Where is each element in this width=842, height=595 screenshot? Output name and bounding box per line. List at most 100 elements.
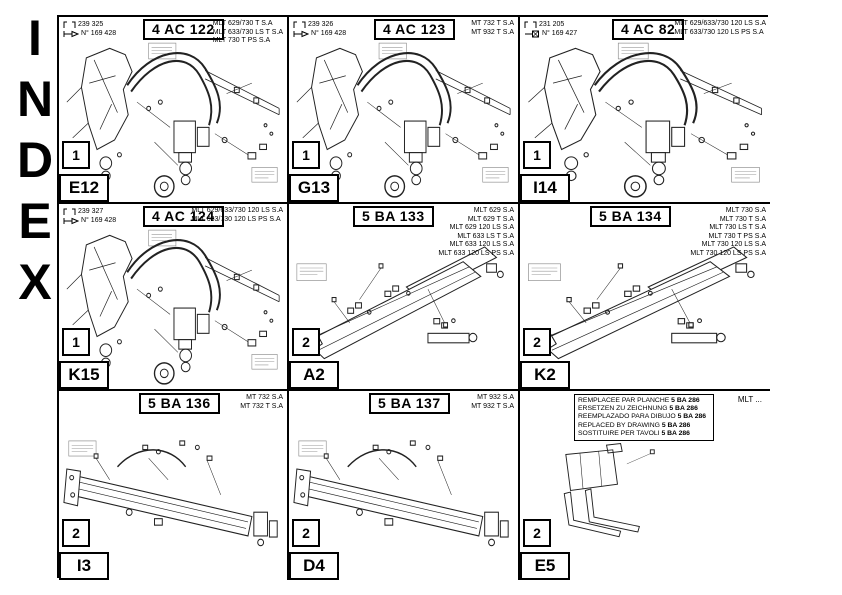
section-number: 2 (292, 328, 320, 356)
section-number: 1 (62, 141, 90, 169)
model: MLT 730 T PS S.A (212, 37, 271, 45)
note-line: REPLACED BY DRAWING 5 BA 286 (578, 421, 691, 429)
model: MT 932 T S.A (471, 402, 514, 410)
model: MLT 730 LS T S.A (709, 224, 766, 232)
index-letter: X (18, 254, 52, 310)
model-list: MT 732 S.A MT 732 T S.A (240, 394, 283, 411)
panel-5ba134: 5 BA 134 MLT 730 S.A MLT 730 T S.A MLT 7… (520, 204, 770, 391)
panel-4ac82: 231 205 N° 169 427 4 AC 82 MLT 629/633/7… (520, 17, 770, 204)
drawing-number: 5 BA 134 (590, 206, 671, 227)
serial-number: 239 326 (308, 21, 334, 28)
model: MLT 629/633/730 120 LS S.A (674, 20, 766, 27)
reference-numbers: 239 325 N° 169 428 (63, 20, 116, 38)
note-line: ERSETZEN ZU ZEICHNUNG 5 BA 286 (578, 405, 698, 413)
note-line: REMPLACEE PAR PLANCHE 5 BA 286 (578, 397, 700, 404)
panel-grid: 239 325 N° 169 428 4 AC 122 MLT 629/730 … (57, 15, 770, 580)
section-number: 1 (292, 141, 320, 169)
note-line: SOSTITUIRE PER TAVOLI 5 BA 286 (578, 429, 690, 437)
model-list: MLT 629/633/730 120 LS S.A MLT 633/730 1… (191, 207, 283, 224)
model: MLT 629 T S.A (467, 215, 514, 223)
model-list: MT 732 T S.A MT 932 T S.A (471, 20, 514, 37)
arrow-note-icon (293, 30, 309, 37)
note-reference: N° 169 428 (311, 30, 347, 37)
reference-numbers: 239 326 N° 169 428 (293, 20, 346, 38)
index-letter: D (16, 132, 54, 188)
model-note: MLT ... (737, 395, 762, 404)
index-letter: E (18, 193, 52, 249)
reference-numbers: 239 327 N° 169 428 (63, 207, 116, 225)
model-list: MLT 730 S.A MLT 730 T S.A MLT 730 LS T S… (690, 207, 766, 259)
arrow-note-icon (63, 217, 79, 224)
model: MLT 633 LS T S.A (457, 232, 514, 240)
serial-bracket-icon (63, 208, 76, 215)
model: MLT 633/730 LS T S.A (212, 28, 283, 36)
reference-numbers: 231 205 N° 169 427 (524, 20, 577, 38)
grid-reference: K15 (59, 361, 109, 389)
model-list: MLT 629/633/730 120 LS S.A MLT 633/730 1… (674, 20, 766, 37)
section-number: 2 (62, 519, 90, 547)
model: MLT 730 S.A (725, 207, 766, 214)
note-reference: N° 169 428 (81, 30, 117, 37)
model: MT 732 S.A (246, 394, 283, 401)
drawing-number: 5 BA 136 (139, 393, 220, 414)
grid-reference: A2 (289, 361, 339, 389)
section-number: 1 (62, 328, 90, 356)
note-line: REEMPLAZADO PARA DIBUJO 5 BA 286 (578, 413, 707, 421)
drawing-number: 5 BA 133 (353, 206, 434, 227)
model-list: MT 932 S.A MT 932 T S.A (471, 394, 514, 411)
model-list: MLT 629/730 T S.A MLT 633/730 LS T S.A M… (213, 20, 283, 46)
model: MLT 730 T PS S.A (708, 232, 766, 240)
grid-reference: G13 (289, 174, 339, 202)
replacement-notes-box: REMPLACEE PAR PLANCHE 5 BA 286 ERSETZEN … (574, 394, 714, 442)
section-number: 2 (523, 328, 551, 356)
panel-5ba137: 5 BA 137 MT 932 S.A MT 932 T S.A 2 D4 (289, 391, 520, 580)
model: MLT 633 120 LS PS S.A (438, 249, 514, 257)
model: MLT 633 120 LS S.A (449, 241, 514, 249)
model: MLT 633/730 120 LS PS S.A (191, 215, 281, 223)
drawing-number: 4 AC 123 (374, 19, 455, 40)
arrow-note-icon (63, 30, 79, 37)
model: MLT 629 S.A (473, 207, 514, 214)
section-number: 1 (523, 141, 551, 169)
model: MLT 730 120 LS PS S.A (690, 249, 766, 257)
model: MLT 629 120 LS S.A (449, 224, 514, 232)
drawing-number: 4 AC 82 (612, 19, 685, 40)
grid-reference: E5 (520, 552, 570, 580)
grid-reference: I3 (59, 552, 109, 580)
model: MT 932 S.A (477, 394, 514, 401)
serial-number: 239 325 (78, 21, 104, 28)
crossed-box-icon (525, 30, 539, 37)
section-number: 2 (292, 519, 320, 547)
model: MLT 633/730 120 LS PS S.A (674, 28, 764, 36)
grid-reference: I14 (520, 174, 570, 202)
serial-bracket-icon (293, 21, 306, 28)
model: MT 732 T S.A (240, 402, 283, 410)
grid-reference: K2 (520, 361, 570, 389)
model: MLT 629/633/730 120 LS S.A (191, 207, 283, 214)
serial-number: 239 327 (78, 208, 104, 215)
note-reference: N° 169 427 (542, 30, 578, 37)
serial-bracket-icon (63, 21, 76, 28)
drawing-number: 5 BA 137 (369, 393, 450, 414)
panel-5ba136: 5 BA 136 MT 732 S.A MT 732 T S.A 2 I3 (59, 391, 289, 580)
grid-reference: D4 (289, 552, 339, 580)
panel-4ac122: 239 325 N° 169 428 4 AC 122 MLT 629/730 … (59, 17, 289, 204)
model: MLT 629/730 T S.A (212, 20, 273, 27)
model: MT 932 T S.A (471, 28, 514, 36)
panel-replacement-note: REMPLACEE PAR PLANCHE 5 BA 286 ERSETZEN … (520, 391, 770, 580)
grid-reference: E12 (59, 174, 109, 202)
serial-bracket-icon (524, 21, 537, 28)
panel-4ac123: 239 326 N° 169 428 4 AC 123 MT 732 T S.A… (289, 17, 520, 204)
drawing-number: 4 AC 122 (143, 19, 224, 40)
model: MLT 730 T S.A (719, 215, 766, 223)
panel-5ba133: 5 BA 133 MLT 629 S.A MLT 629 T S.A MLT 6… (289, 204, 520, 391)
index-vertical-title: I N D E X (12, 8, 58, 313)
model: MLT 730 120 LS S.A (701, 241, 766, 249)
model-list: MLT 629 S.A MLT 629 T S.A MLT 629 120 LS… (438, 207, 514, 259)
index-letter: I (28, 10, 42, 66)
note-reference: N° 169 428 (81, 217, 117, 224)
serial-number: 231 205 (539, 21, 565, 28)
panel-4ac124: 239 327 N° 169 428 4 AC 124 MLT 629/633/… (59, 204, 289, 391)
section-number: 2 (523, 519, 551, 547)
